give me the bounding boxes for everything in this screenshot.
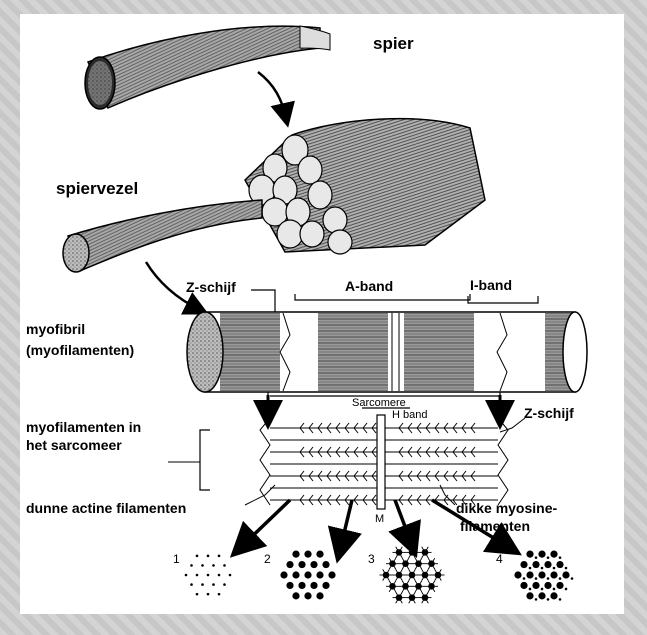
label-dikke-myosine: dikke myosine-	[456, 500, 557, 516]
sarcomere-bracket	[200, 430, 210, 490]
label-dunne-actine: dunne actine filamenten	[26, 500, 186, 516]
label-cross-2: 2	[264, 552, 271, 566]
myofibril-cylinder	[187, 312, 587, 392]
label-m-line: M	[375, 513, 384, 525]
label-z-schijf-top: Z-schijf	[186, 279, 236, 295]
label-cross-1: 1	[173, 552, 180, 566]
label-myofibril: myofibril	[26, 321, 85, 337]
single-fiber	[63, 200, 262, 272]
band-brackets	[251, 290, 538, 312]
label-spier: spier	[373, 34, 414, 53]
muscle-bundle	[85, 26, 330, 109]
label-het-sarcomeer: het sarcomeer	[26, 437, 122, 453]
label-z-schijf-right: Z-schijf	[524, 405, 574, 421]
label-h-band: H band	[392, 409, 427, 421]
cross-sections	[185, 547, 574, 603]
arrow-cross-1	[240, 500, 290, 548]
label-spiervezel: spiervezel	[56, 179, 138, 198]
label-i-band: I-band	[470, 277, 512, 293]
label-sarcomere: Sarcomere	[352, 397, 406, 409]
label-a-band: A-band	[345, 278, 393, 294]
label-myofilamenten: (myofilamenten)	[26, 342, 134, 358]
arrow-cross-2	[340, 500, 352, 550]
arrow-spier-to-bundle	[258, 72, 286, 118]
label-filamenten: filamenten	[460, 518, 530, 534]
label-cross-4: 4	[496, 552, 503, 566]
label-myofil-in: myofilamenten in	[26, 419, 141, 435]
fiber-bundle	[245, 119, 485, 254]
label-cross-3: 3	[368, 552, 375, 566]
sarcomere-filaments	[260, 415, 508, 509]
arrow-cross-3	[395, 500, 412, 545]
